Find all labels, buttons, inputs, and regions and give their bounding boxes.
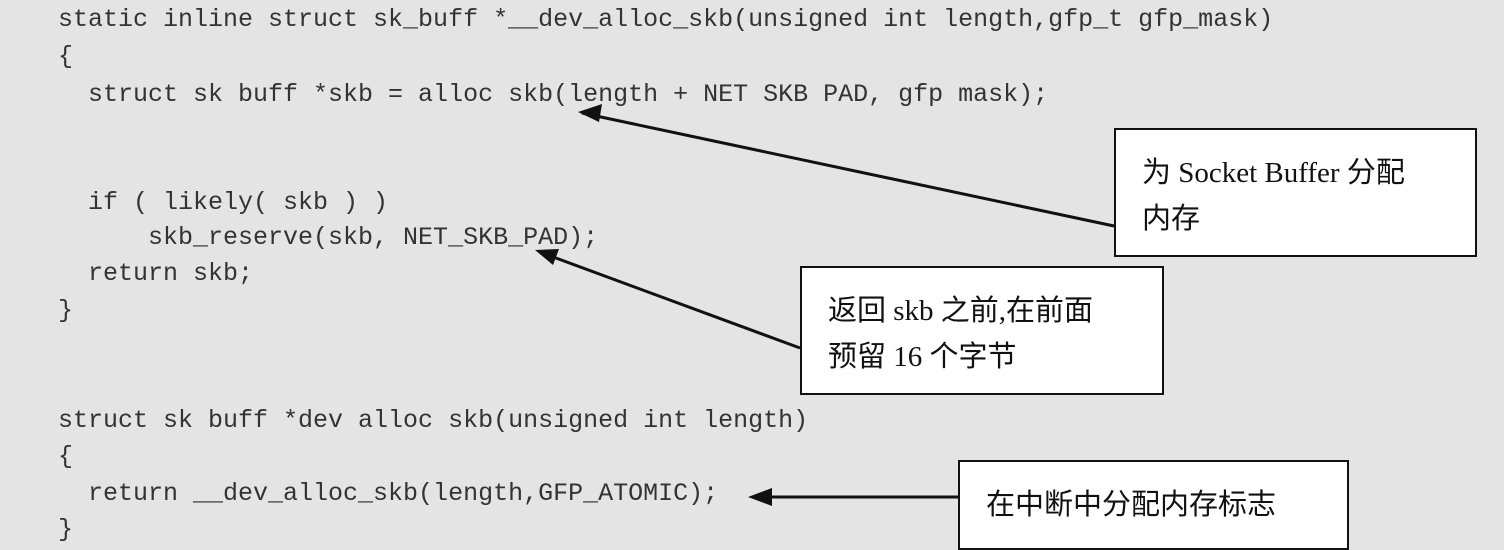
code-line: return skb; xyxy=(58,259,254,288)
callout-text: 为 Socket Buffer 分配 xyxy=(1142,157,1405,189)
code-line: } xyxy=(58,515,74,544)
code-line: struct sk buff *skb = alloc skb(length +… xyxy=(58,80,1049,109)
callout-alloc-memory: 为 Socket Buffer 分配 内存 xyxy=(1114,128,1477,257)
code-line: if ( likely( skb ) ) xyxy=(58,188,389,217)
callout-text: 返回 skb 之前,在前面 xyxy=(828,295,1094,327)
code-line: static inline struct sk_buff *__dev_allo… xyxy=(58,5,1274,34)
code-line: skb_reserve(skb, NET_SKB_PAD); xyxy=(58,223,599,252)
arrowhead-reserve xyxy=(535,249,559,265)
code-line: { xyxy=(58,442,74,471)
callout-atomic-flag: 在中断中分配内存标志 xyxy=(958,460,1349,550)
arrowhead-alloc xyxy=(578,104,602,122)
callout-text: 在中断中分配内存标志 xyxy=(986,489,1277,521)
code-line: return __dev_alloc_skb(length,GFP_ATOMIC… xyxy=(58,479,719,508)
code-line: } xyxy=(58,296,74,325)
code-line: { xyxy=(58,42,74,71)
callout-text: 预留 16 个字节 xyxy=(828,341,1017,373)
callout-text: 内存 xyxy=(1142,203,1201,235)
arrow-reserve xyxy=(544,252,801,350)
arrowhead-atomic xyxy=(748,488,772,506)
code-line: struct sk buff *dev alloc skb(unsigned i… xyxy=(58,406,809,435)
callout-reserve-bytes: 返回 skb 之前,在前面 预留 16 个字节 xyxy=(800,266,1164,395)
arrow-alloc xyxy=(581,111,1115,228)
